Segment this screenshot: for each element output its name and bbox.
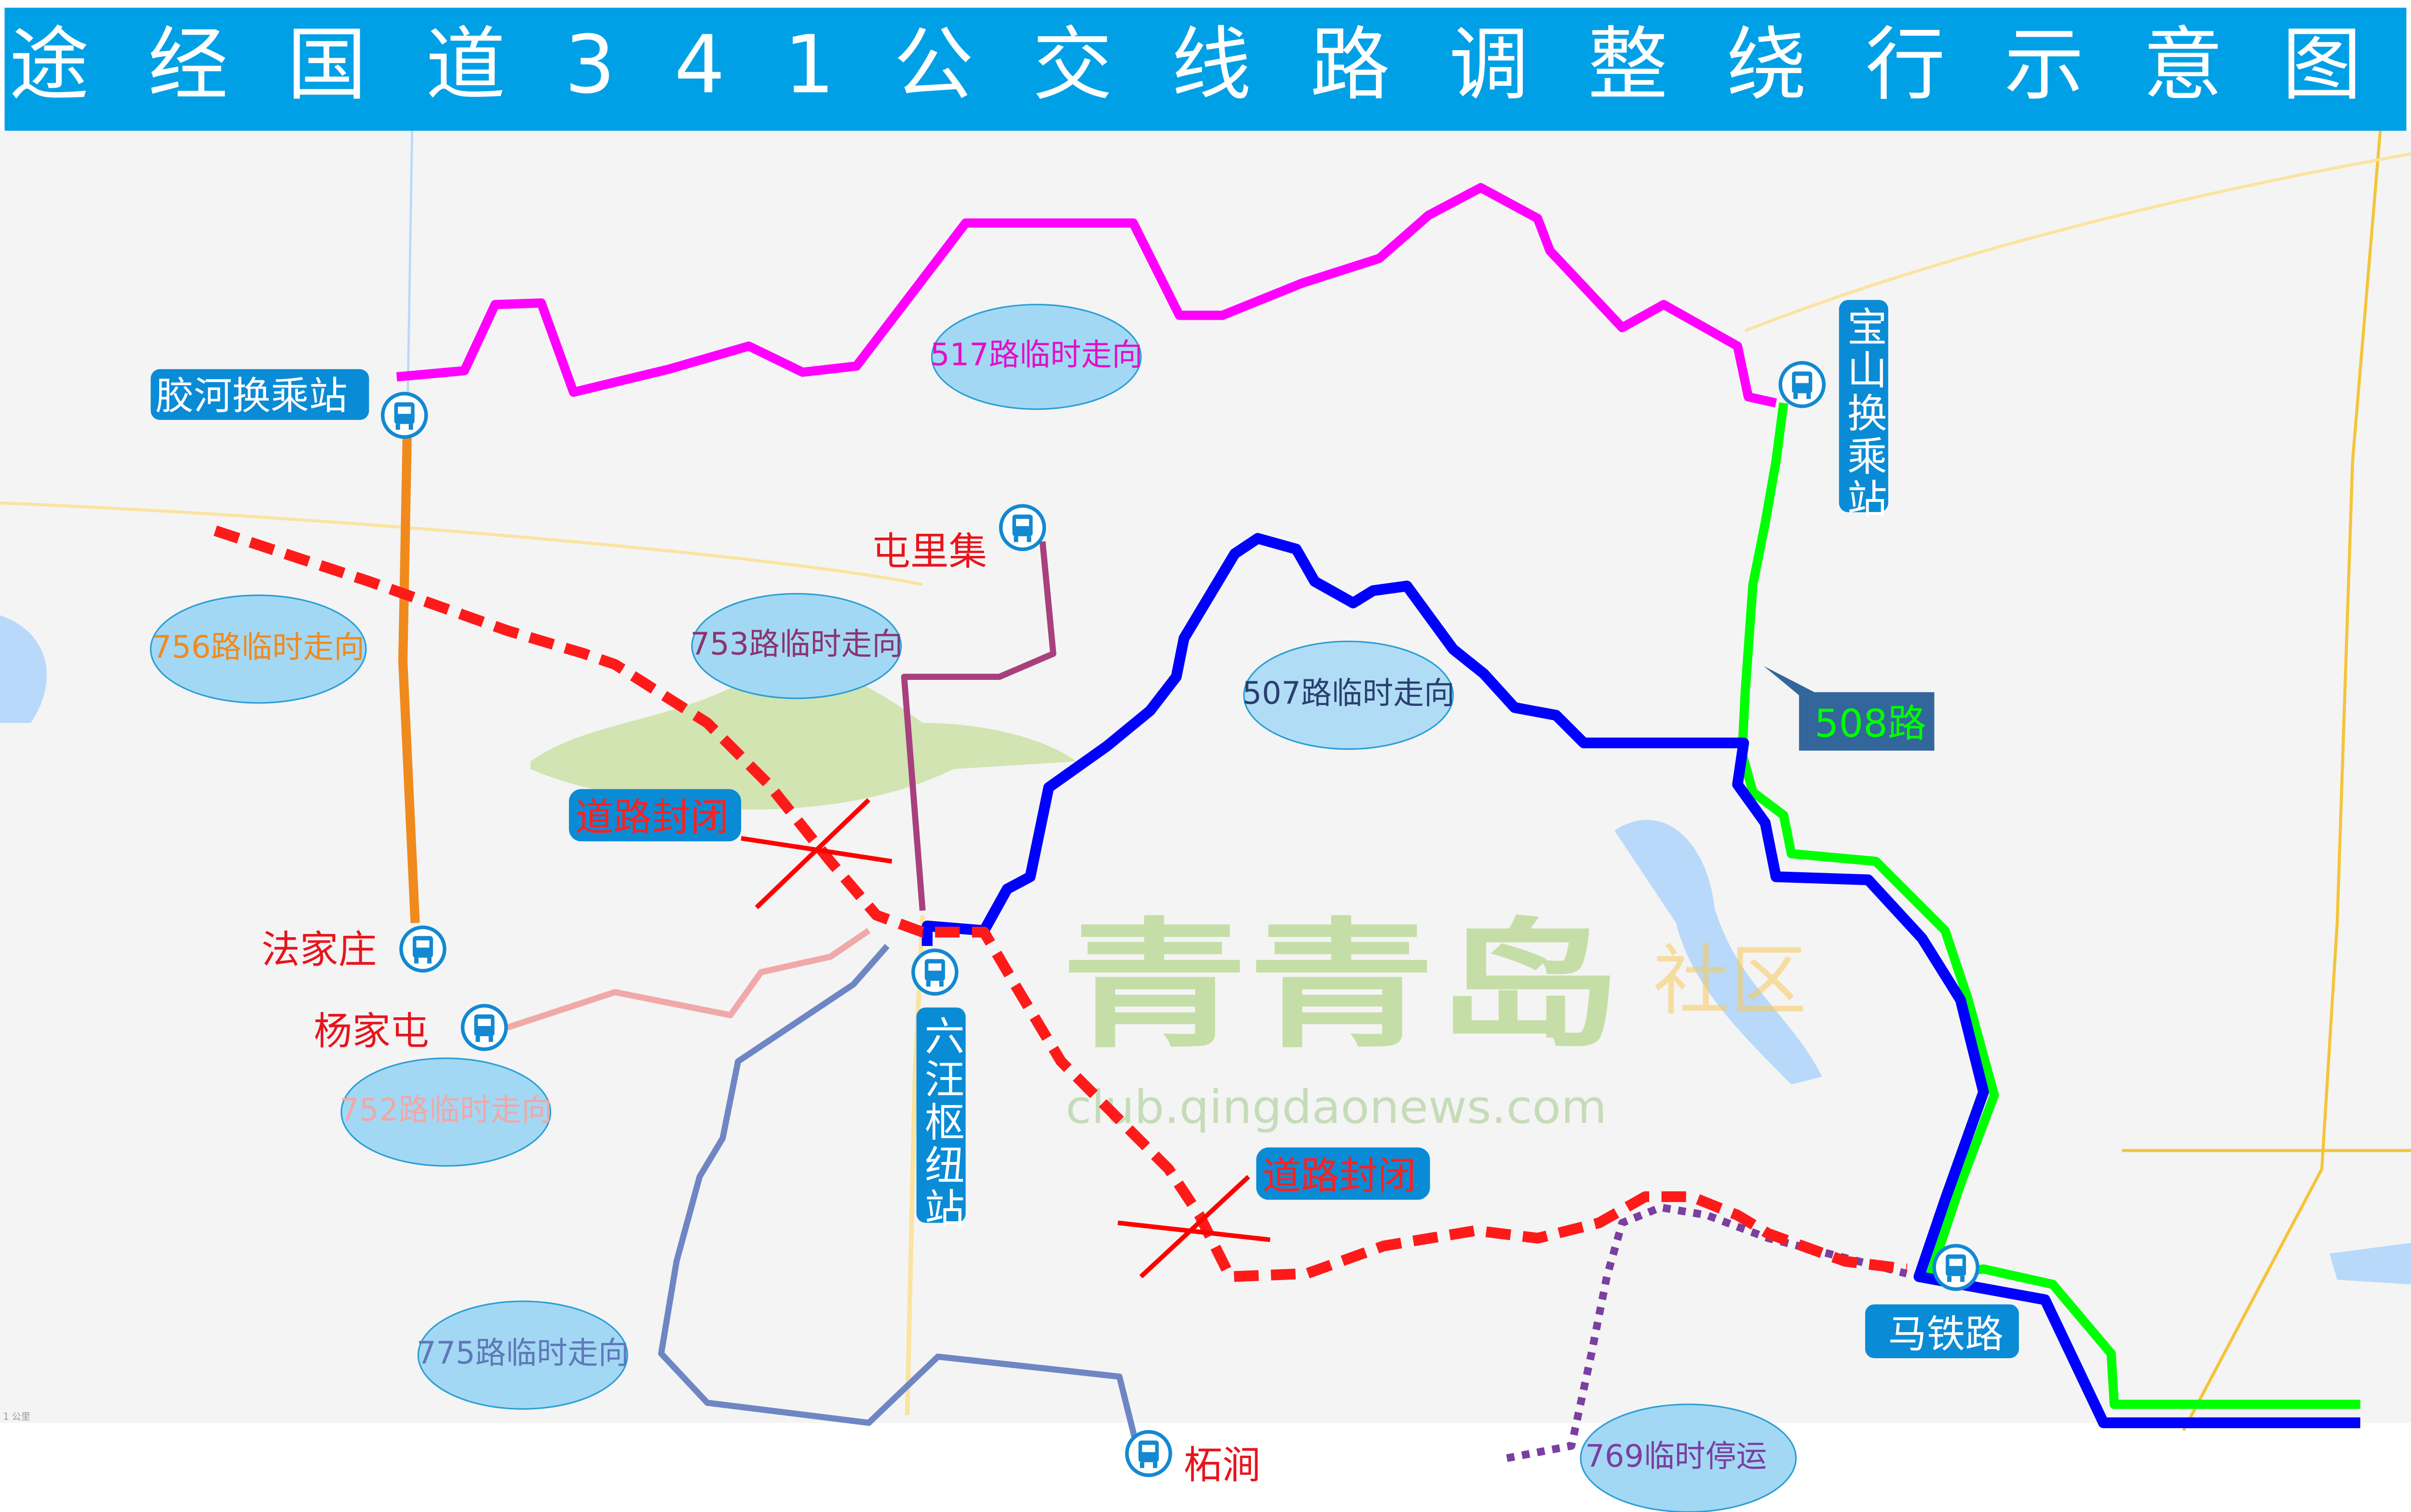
route-752-label: 752路临时走向 <box>339 1057 552 1167</box>
station-matie-text: 马铁路 <box>1888 1312 2004 1357</box>
closure-cross-icon <box>1117 1175 1271 1279</box>
bus-stop-icon[interactable] <box>401 927 445 971</box>
route-752-line <box>506 928 871 1031</box>
page-title: 途经国道341公交线路调整绕行示意图 <box>9 18 2362 111</box>
map-background <box>0 131 2411 1423</box>
station-yangjiatun-text: 杨家屯 <box>314 1009 429 1053</box>
watermark: 青青岛 社区 club.qingdaonews.com <box>530 667 1807 1134</box>
route-507-line <box>921 533 2360 1429</box>
route-508-callout: 508路 <box>1763 666 1935 751</box>
route-508-text: 508路 <box>1815 701 1926 746</box>
closed-road-segment <box>213 526 1908 1282</box>
station-fajiazhuang-text: 法家庄 <box>261 927 377 972</box>
bus-stop-icon[interactable] <box>1127 1432 1170 1475</box>
route-517-text: 517路临时走向 <box>930 338 1143 373</box>
route-753-line <box>901 541 1057 911</box>
route-756-text: 756路临时走向 <box>152 630 365 665</box>
route-769-line <box>1506 1203 1908 1462</box>
road-closed-text: 道路封闭 <box>1262 1153 1416 1198</box>
station-zhejian-text: 柘涧 <box>1184 1443 1260 1487</box>
route-517-line <box>396 183 1777 408</box>
station-baoshan-label: 宝山换乘站 <box>1839 300 1888 521</box>
closure-cross-icon <box>741 798 893 909</box>
watermark-url: club.qingdaonews.com <box>1066 1080 1607 1134</box>
station-jiaohe-text: 胶河换乘站 <box>155 374 348 418</box>
bus-stop-icon[interactable] <box>383 393 426 437</box>
bus-stop-icon[interactable] <box>1001 506 1044 549</box>
road-closed-label: 道路封闭 <box>569 789 741 842</box>
bottom-margin <box>0 1422 2411 1512</box>
route-753-label: 753路临时走向 <box>691 593 903 699</box>
route-775-text: 775路临时走向 <box>417 1336 629 1371</box>
route-753-text: 753路临时走向 <box>691 626 903 662</box>
route-508-line <box>1737 402 2360 1409</box>
watermark-logo: 青青岛 <box>1061 905 1622 1066</box>
route-775-label: 775路临时走向 <box>417 1300 629 1410</box>
route-756-line <box>398 418 420 923</box>
bus-stop-icon[interactable] <box>1934 1246 1978 1289</box>
route-507-text: 507路临时走向 <box>1242 676 1455 712</box>
station-tunliji-text: 屯里集 <box>872 529 987 574</box>
road-closed-label: 道路封闭 <box>1256 1147 1430 1200</box>
station-baoshan-text: 宝山换乘站 <box>1840 306 1887 522</box>
station-matie-label: 马铁路 <box>1865 1304 2019 1358</box>
watermark-logo-suffix: 社区 <box>1653 936 1807 1026</box>
station-liuwang-label: 六汪枢纽站 <box>916 1007 966 1231</box>
map-scale-label: 1 公里 <box>3 1411 30 1422</box>
station-liuwang-text: 六汪枢纽站 <box>918 1015 964 1231</box>
bus-stop-icon[interactable] <box>913 950 957 994</box>
route-756-label: 756路临时走向 <box>149 594 367 704</box>
route-517-label: 517路临时走向 <box>930 304 1143 410</box>
bus-stop-icon[interactable] <box>462 1006 506 1049</box>
title-bar <box>4 7 2407 131</box>
route-769-text: 769临时停运 <box>1585 1439 1767 1474</box>
route-752-text: 752路临时走向 <box>339 1093 552 1128</box>
bus-stop-icon[interactable] <box>1780 363 1824 406</box>
road-closed-text: 道路封闭 <box>575 795 729 840</box>
route-769-label: 769临时停运 <box>1580 1404 1797 1512</box>
station-jiaohe-label: 胶河换乘站 <box>150 369 369 420</box>
route-775-line <box>658 944 1138 1439</box>
route-507-label: 507路临时走向 <box>1242 640 1455 750</box>
